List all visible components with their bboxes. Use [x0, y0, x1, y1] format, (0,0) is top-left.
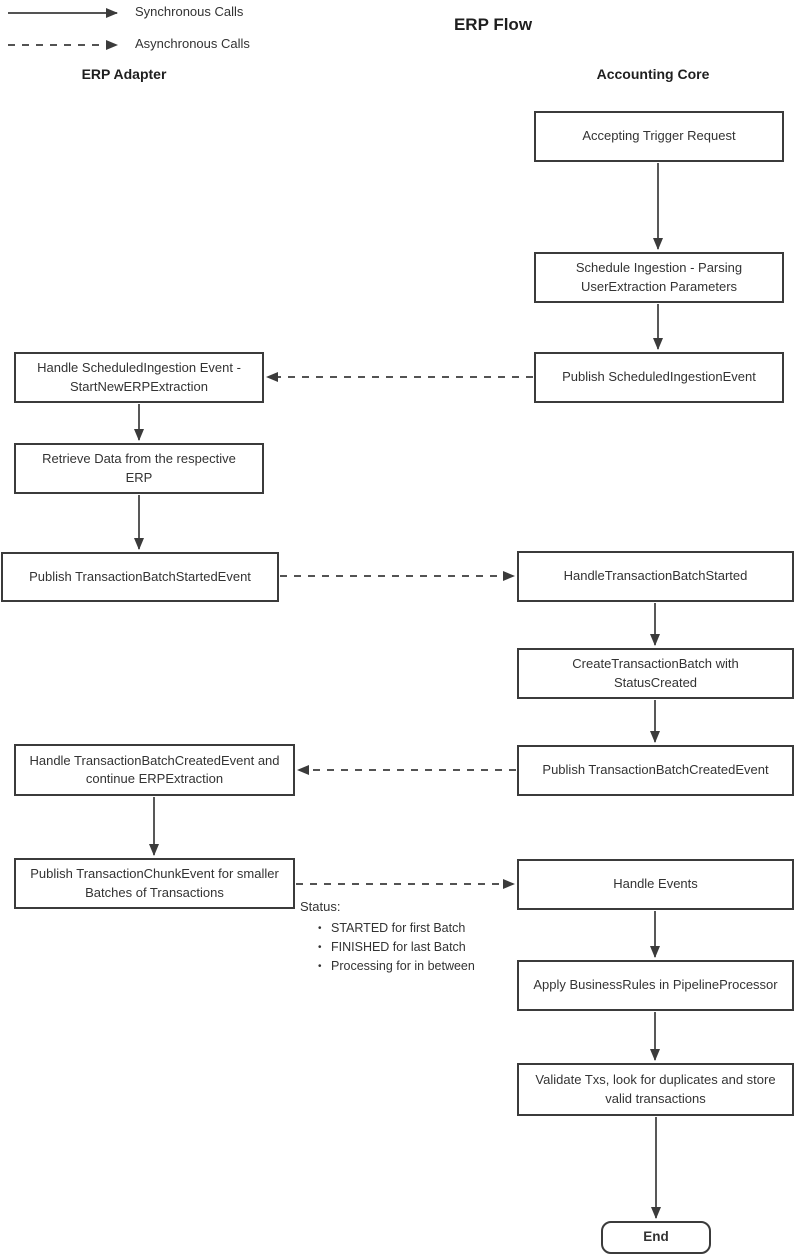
node-retrieve-data-from-erp: Retrieve Data from the respective ERP: [14, 443, 264, 494]
node-end-terminator: End: [601, 1221, 711, 1254]
node-label: CreateTransactionBatch with StatusCreate…: [572, 656, 739, 690]
node-label: End: [643, 1229, 669, 1245]
node-handle-scheduled-ingestion-event: Handle ScheduledIngestion Event - StartN…: [14, 352, 264, 403]
status-note-list: STARTED for first Batch FINISHED for las…: [300, 919, 510, 976]
status-note: Status: STARTED for first Batch FINISHED…: [300, 898, 510, 976]
node-label: Validate Txs, look for duplicates and st…: [535, 1072, 776, 1106]
legend-async-label: Asynchronous Calls: [135, 36, 250, 51]
node-publish-transaction-batch-started-event: Publish TransactionBatchStartedEvent: [1, 552, 279, 602]
node-handle-events: Handle Events: [517, 859, 794, 910]
diagram-title: ERP Flow: [453, 15, 533, 34]
node-publish-transaction-batch-created-event: Publish TransactionBatchCreatedEvent: [517, 745, 794, 796]
node-label: Handle ScheduledIngestion Event - StartN…: [37, 360, 241, 394]
node-handle-transaction-batch-started: HandleTransactionBatchStarted: [517, 551, 794, 602]
node-schedule-ingestion: Schedule Ingestion - Parsing UserExtract…: [534, 252, 784, 303]
legend-sync-label: Synchronous Calls: [135, 4, 244, 19]
node-label: Handle TransactionBatchCreatedEvent and …: [29, 752, 280, 786]
node-label: Publish TransactionBatchCreatedEvent: [542, 762, 769, 778]
node-label: Apply BusinessRules in PipelineProcessor: [533, 977, 778, 993]
node-label: Accepting Trigger Request: [582, 128, 736, 144]
status-note-item: FINISHED for last Batch: [318, 938, 510, 957]
node-accepting-trigger-request: Accepting Trigger Request: [534, 111, 784, 162]
node-publish-scheduled-ingestion-event: Publish ScheduledIngestionEvent: [534, 352, 784, 403]
status-note-item: STARTED for first Batch: [318, 919, 510, 938]
node-create-transaction-batch: CreateTransactionBatch with StatusCreate…: [517, 648, 794, 699]
node-label: Publish TransactionBatchStartedEvent: [29, 568, 251, 584]
status-note-item: Processing for in between: [318, 957, 510, 976]
status-note-heading: Status:: [300, 899, 341, 914]
node-label: HandleTransactionBatchStarted: [563, 568, 748, 584]
node-label: Publish TransactionChunkEvent for smalle…: [30, 866, 279, 900]
node-publish-transaction-chunk-event: Publish TransactionChunkEvent for smalle…: [14, 858, 295, 909]
node-validate-transactions: Validate Txs, look for duplicates and st…: [517, 1063, 794, 1116]
lane-header-erp-adapter: ERP Adapter: [81, 66, 167, 82]
node-label: Retrieve Data from the respective ERP: [42, 451, 236, 485]
lane-header-accounting-core: Accounting Core: [596, 66, 710, 82]
node-label: Handle Events: [613, 876, 698, 892]
node-apply-business-rules: Apply BusinessRules in PipelineProcessor: [517, 960, 794, 1011]
node-handle-transaction-batch-created-event: Handle TransactionBatchCreatedEvent and …: [14, 744, 295, 796]
node-label: Schedule Ingestion - Parsing UserExtract…: [575, 260, 743, 294]
node-label: Publish ScheduledIngestionEvent: [562, 369, 756, 385]
